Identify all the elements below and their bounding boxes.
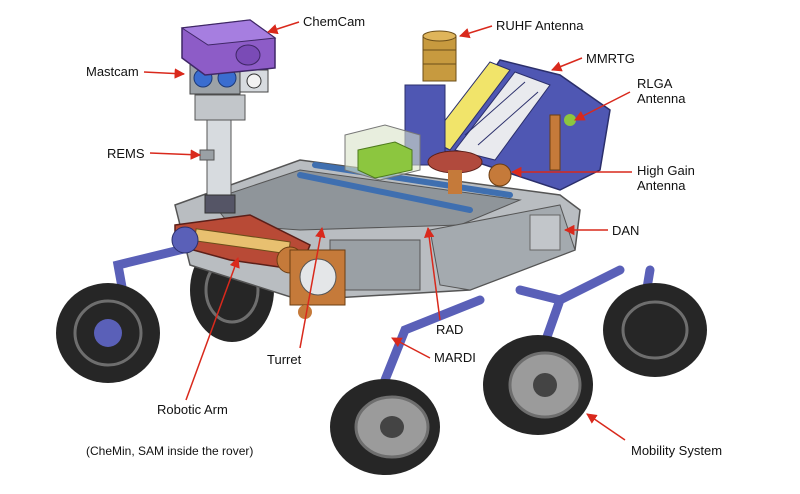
label-rad: RAD <box>436 322 464 337</box>
wheel-front-left <box>56 283 160 383</box>
label-robotic-arm: Robotic Arm <box>157 402 228 417</box>
label-rlga-line1: RLGA <box>637 76 673 91</box>
wheel-front-right <box>330 379 440 475</box>
leader-rems <box>149 149 202 160</box>
label-ruhf-antenna: RUHF Antenna <box>496 18 584 33</box>
label-rems: REMS <box>107 146 145 161</box>
leader-chemcam <box>267 21 300 35</box>
label-dan: DAN <box>612 223 640 238</box>
footnote: (CheMin, SAM inside the rover) <box>86 444 254 458</box>
leader-mastcam <box>143 68 186 79</box>
label-hga-line1: High Gain <box>637 163 695 178</box>
leader-mardi <box>391 337 431 359</box>
leader-lines <box>143 21 632 441</box>
label-rlga-line2: Antenna <box>637 91 686 106</box>
leader-turret <box>299 226 326 349</box>
ruhf-antenna <box>404 30 457 166</box>
label-turret: Turret <box>267 352 302 367</box>
sample-inlet-box <box>344 124 421 181</box>
label-hga-line2: Antenna <box>637 178 686 193</box>
turret <box>289 249 346 319</box>
label-chemcam: ChemCam <box>303 14 366 29</box>
wheel-rear-right <box>603 283 707 377</box>
chemcam <box>180 19 277 76</box>
leader-mmrtg <box>551 57 583 72</box>
label-mobility-system: Mobility System <box>631 443 723 458</box>
high-gain-antenna <box>427 150 512 194</box>
leader-rlga <box>574 91 631 121</box>
leader-mobility <box>586 413 626 441</box>
rlga-antenna <box>549 114 576 171</box>
label-mmrtg: MMRTG <box>586 51 635 66</box>
leader-robotic-arm <box>185 257 240 401</box>
mmrtg <box>429 59 611 191</box>
leader-ruhf <box>458 25 493 39</box>
leader-rad <box>424 226 441 321</box>
label-mardi: MARDI <box>434 350 476 365</box>
label-mastcam: Mastcam <box>86 64 139 79</box>
wheel-middle-right <box>483 335 593 435</box>
